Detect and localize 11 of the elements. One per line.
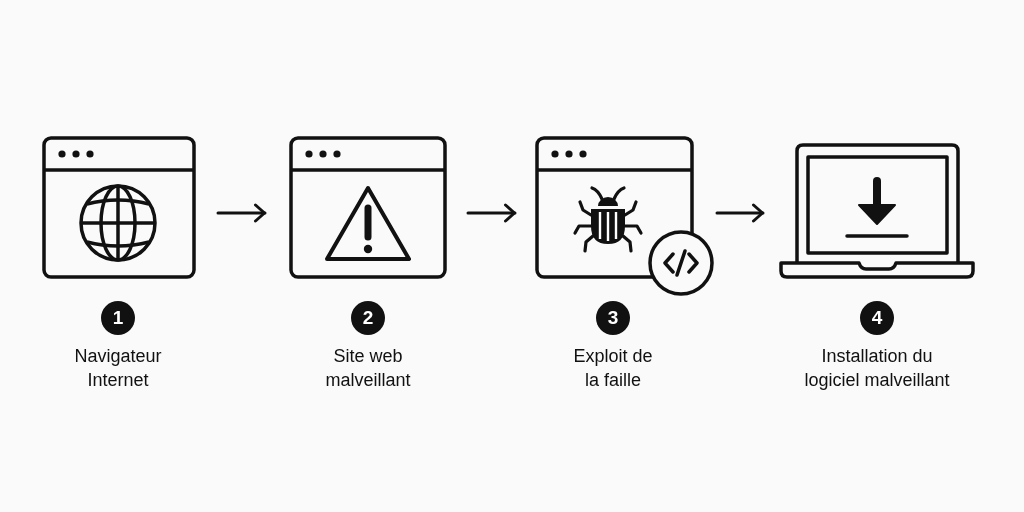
step-label: Site web malveillant xyxy=(324,345,412,392)
step-number: 4 xyxy=(860,301,894,335)
step-number: 1 xyxy=(101,301,135,335)
arrow xyxy=(466,203,517,223)
step-label: Installation du logiciel malveillant xyxy=(803,345,951,392)
arrow xyxy=(216,203,267,223)
step-number: 2 xyxy=(351,301,385,335)
step-label: Exploit de la faille xyxy=(572,345,654,392)
arrow xyxy=(715,203,765,223)
step-label: Navigateur Internet xyxy=(73,345,163,392)
step-number: 3 xyxy=(596,301,630,335)
